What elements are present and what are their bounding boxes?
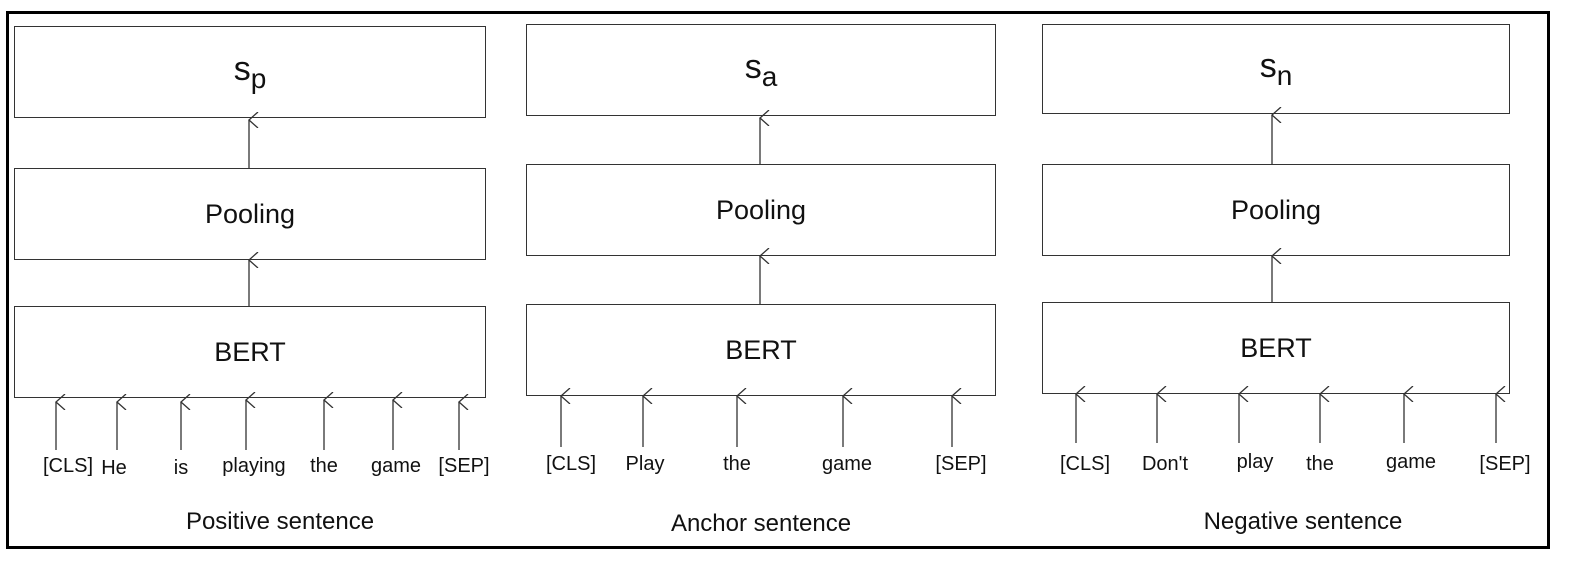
- pooling-box-positive: Pooling: [14, 168, 486, 260]
- token: playing: [222, 455, 286, 477]
- pooling-label: Pooling: [1230, 194, 1322, 225]
- pooling-box-negative: Pooling: [1042, 164, 1510, 256]
- token: the: [1306, 453, 1334, 475]
- bert-box-negative: BERT: [1042, 302, 1510, 394]
- token: the: [723, 453, 751, 475]
- pooling-box-anchor: Pooling: [526, 164, 996, 256]
- token: [SEP]: [935, 453, 987, 475]
- token: [CLS]: [42, 455, 94, 477]
- token: [CLS]: [545, 453, 597, 475]
- token: Don't: [1141, 453, 1189, 475]
- token: the: [310, 455, 338, 477]
- pooling-label: Pooling: [715, 194, 807, 225]
- bert-label: BERT: [725, 334, 797, 365]
- token: [SEP]: [438, 455, 490, 477]
- bert-box-anchor: BERT: [526, 304, 996, 396]
- token: He: [101, 457, 127, 479]
- token: game: [1385, 451, 1437, 473]
- token: Play: [625, 453, 665, 475]
- caption-anchor: Anchor sentence: [670, 510, 852, 537]
- embedding-label: sp: [233, 49, 267, 94]
- token: play: [1236, 451, 1274, 473]
- caption-negative: Negative sentence: [1203, 508, 1403, 535]
- embedding-box-anchor: sa: [526, 24, 996, 116]
- diagram-frame: [6, 11, 1550, 549]
- token: [SEP]: [1479, 453, 1531, 475]
- embedding-box-negative: sn: [1042, 24, 1510, 114]
- bert-label: BERT: [214, 336, 286, 367]
- token: is: [173, 457, 189, 479]
- token: game: [821, 453, 873, 475]
- caption-positive: Positive sentence: [185, 508, 375, 535]
- embedding-box-positive: sp: [14, 26, 486, 118]
- pooling-label: Pooling: [204, 198, 296, 229]
- embedding-label: sn: [1259, 46, 1293, 91]
- token: [CLS]: [1059, 453, 1111, 475]
- bert-box-positive: BERT: [14, 306, 486, 398]
- token: game: [370, 455, 422, 477]
- bert-label: BERT: [1240, 332, 1312, 363]
- embedding-label: sa: [744, 47, 778, 92]
